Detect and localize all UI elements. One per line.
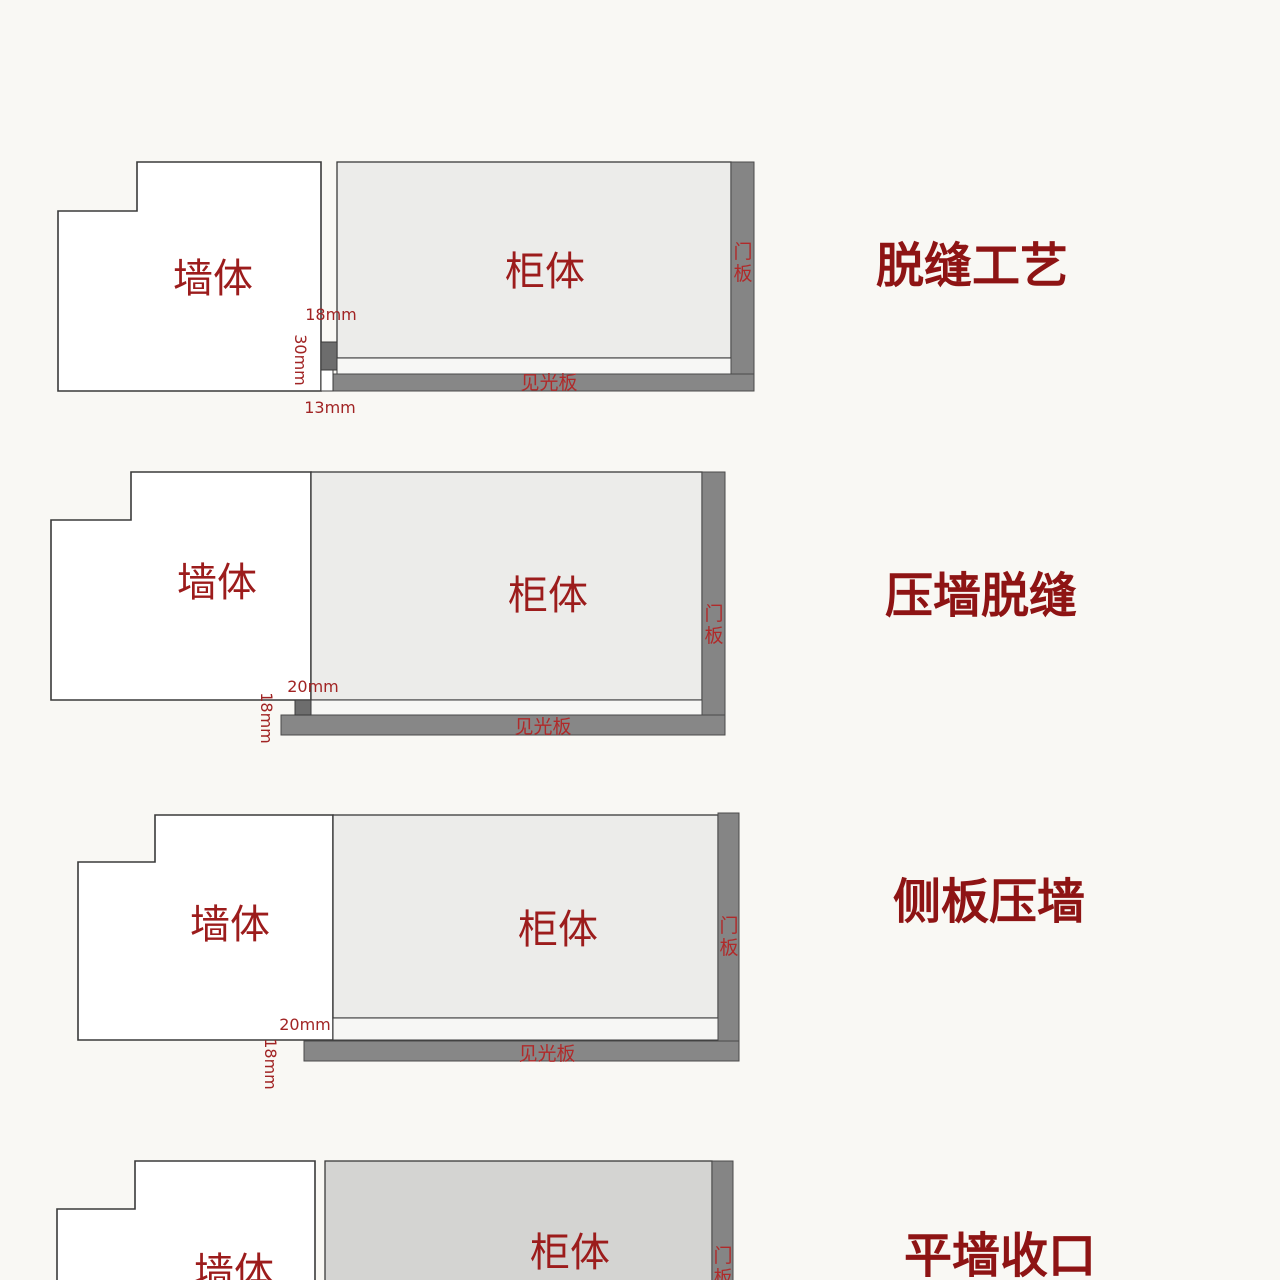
dim-18mm: 18mm xyxy=(257,692,276,744)
visible-panel xyxy=(280,714,726,736)
visible-panel xyxy=(303,1040,740,1062)
door-label-2: 板 xyxy=(733,263,752,285)
wall-label: 墙体 xyxy=(177,560,257,606)
base-strip xyxy=(310,699,703,716)
cabinet-label: 柜体 xyxy=(518,907,598,953)
wall-shape xyxy=(57,161,322,392)
dim-30mm: 30mm xyxy=(291,334,310,386)
section-3: 墙体 柜体 门 板 见光板 20mm 18mm 侧板压墙 xyxy=(77,812,1085,1090)
section-title: 脱缝工艺 xyxy=(876,238,1068,294)
door-label-2: 板 xyxy=(704,625,723,647)
section-2: 墙体 柜体 门 板 见光板 20mm 18mm 压墙脱缝 xyxy=(50,471,1077,744)
filler-strip xyxy=(294,699,312,716)
door-label-1: 门 xyxy=(733,241,752,263)
cabinet-body xyxy=(332,814,719,1019)
wall-label: 墙体 xyxy=(190,902,270,948)
cabinet-label: 柜体 xyxy=(508,573,588,619)
dim-18mm: 18mm xyxy=(305,305,357,324)
door-label-1: 门 xyxy=(719,915,738,937)
dim-20mm: 20mm xyxy=(287,677,339,696)
dim-18mm: 18mm xyxy=(261,1038,280,1090)
cabinet-body xyxy=(310,471,703,701)
visible-panel-label: 见光板 xyxy=(518,1043,575,1065)
door-label-2: 板 xyxy=(719,937,738,959)
section-title: 侧板压墙 xyxy=(893,874,1085,930)
visible-panel-label: 见光板 xyxy=(514,716,571,738)
section-4: 墙体 柜体 门 板 平墙收口 xyxy=(56,1160,1096,1280)
cabinet-label: 柜体 xyxy=(530,1230,610,1276)
dim-20mm: 20mm xyxy=(279,1015,331,1034)
wall-label: 墙体 xyxy=(173,256,253,302)
wall-label: 墙体 xyxy=(194,1250,274,1280)
wall-shape xyxy=(56,1160,316,1280)
door-label-2: 板 xyxy=(713,1267,732,1280)
dim-13mm: 13mm xyxy=(304,398,356,417)
section-title: 压墙脱缝 xyxy=(885,568,1077,624)
door-panel xyxy=(711,1160,734,1280)
filler-strip xyxy=(320,341,338,371)
base-strip xyxy=(332,1017,719,1041)
section-title: 平墙收口 xyxy=(904,1228,1096,1280)
cabinet-body xyxy=(336,161,732,359)
cabinet-body xyxy=(324,1160,713,1280)
visible-panel-label: 见光板 xyxy=(520,372,577,394)
door-panel xyxy=(701,471,726,716)
gap-strip xyxy=(320,369,334,392)
door-label-1: 门 xyxy=(704,603,723,625)
cabinet-label: 柜体 xyxy=(505,249,585,295)
section-1: 墙体 柜体 门 板 见光板 18mm 30mm 13mm 脱缝工艺 xyxy=(57,161,1068,417)
door-label-1: 门 xyxy=(713,1245,732,1267)
